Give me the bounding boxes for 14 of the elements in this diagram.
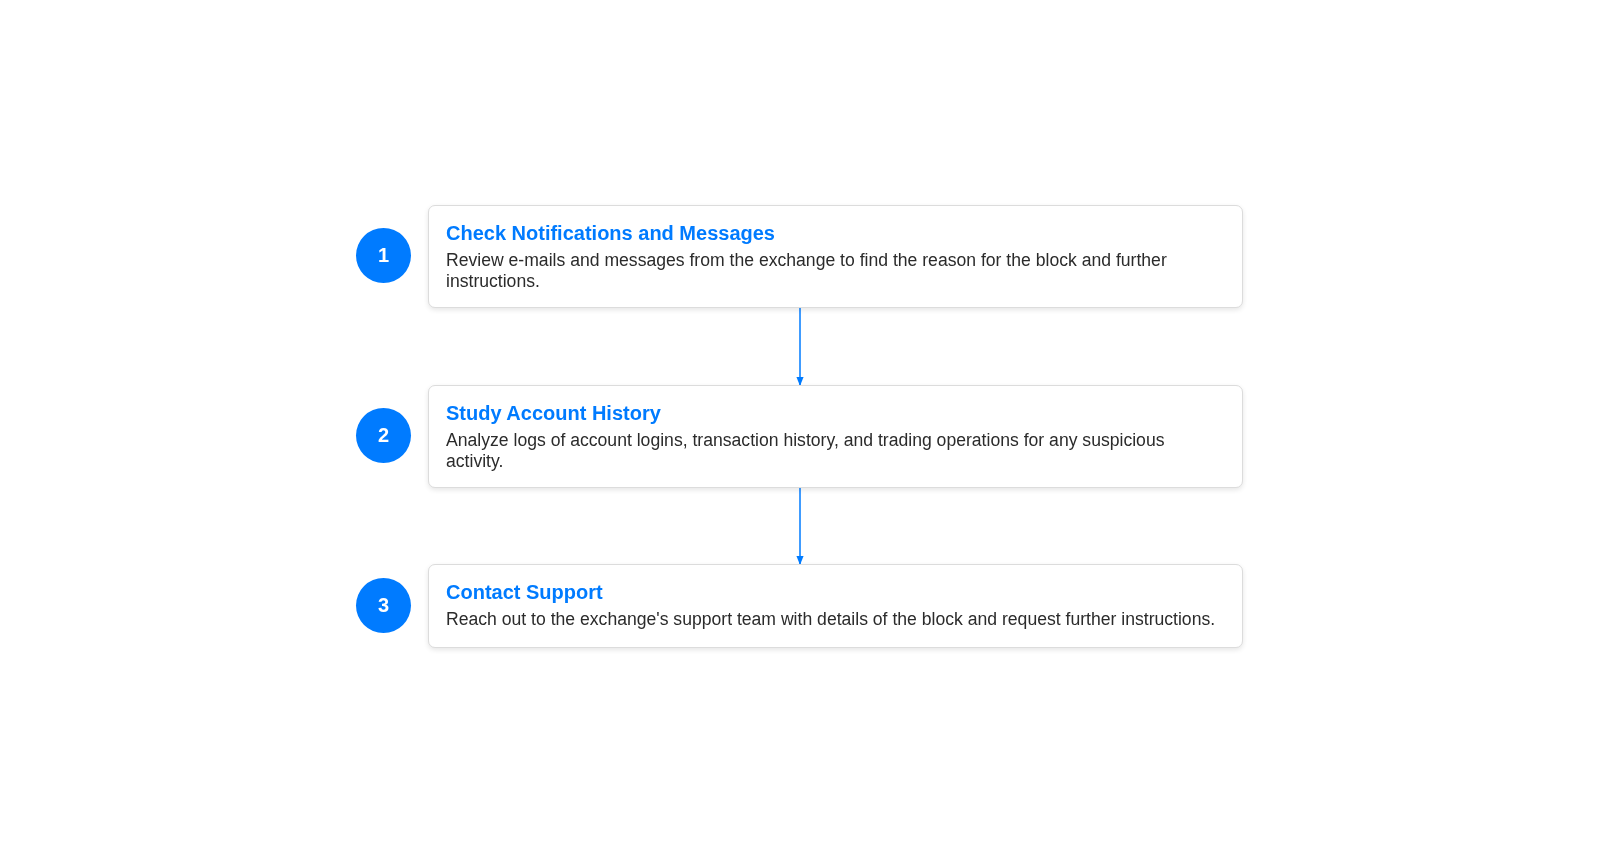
step-card <box>428 564 1243 648</box>
step-description: Reach out to the exchange's support team with details of the block and request further instructions. <box>446 609 1217 630</box>
step-card <box>428 385 1243 488</box>
step-number-circle: 3 <box>356 578 411 633</box>
arrow <box>796 307 804 386</box>
step-title: Check Notifications and Messages <box>446 221 776 245</box>
step-title: Contact Support <box>446 580 604 604</box>
step-title: Study Account History <box>446 401 662 425</box>
step-number-circle: 1 <box>356 228 411 283</box>
step-description: Review e-mails and messages from the exchange to find the reason for the block and further instructions. <box>446 250 1168 291</box>
step-number-circle: 2 <box>356 408 411 463</box>
step-card <box>428 205 1243 308</box>
arrow <box>796 487 804 565</box>
step-description: Analyze logs of account logins, transaction history, and trading operations for any suspicious activity. <box>446 430 1166 471</box>
